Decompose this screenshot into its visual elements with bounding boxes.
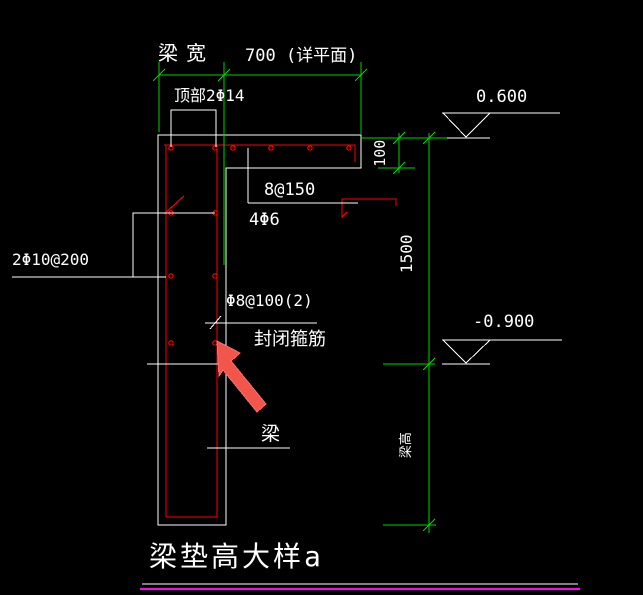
stirrup-note: 封闭箍筋 (254, 329, 326, 350)
dimension-ticks (152, 68, 436, 532)
annotation-arrow (216, 340, 267, 413)
beam-label: 梁 (261, 423, 281, 445)
elevation-bottom-value: -0.900 (473, 312, 535, 332)
elevation-triangle-bottom (441, 339, 492, 364)
slab-rebar-callout: 8@150 (264, 180, 316, 200)
elevation-marker-top (436, 112, 560, 139)
elevation-marker-bottom (441, 339, 562, 365)
leader-lines (12, 109, 358, 449)
rebar-section-dots (168, 145, 352, 346)
stirrup-leader-tick (209, 315, 222, 330)
dimension-lines (152, 62, 447, 533)
beam-width-label: 梁宽 (158, 41, 214, 65)
wall-height-dimension: 1500 (397, 234, 417, 274)
slab-top-bar (164, 144, 356, 162)
wall-rebar-bracket (132, 212, 215, 277)
elevation-top-value: 0.600 (476, 87, 528, 107)
bent-bar-diagonal (163, 195, 185, 215)
stirrup-callout: Φ8@100(2) (226, 291, 313, 310)
beam-height-label: 梁高 (398, 432, 414, 459)
wall-slab-outline (157, 134, 362, 526)
elevation-triangle-top (441, 112, 492, 138)
hanger-rebar-callout: 4Φ6 (249, 210, 280, 230)
top-rebar-leader (170, 109, 217, 147)
rebar-lines (163, 144, 397, 518)
slab-width-dimension: 700 (详平面) (245, 46, 358, 66)
slab-rebar-leader (247, 148, 358, 204)
drawing-title: 梁垫高大样a (149, 540, 324, 573)
slab-thickness-dimension: 100 (370, 139, 389, 167)
title-underline (140, 583, 580, 590)
wall-rebar-callout: 2Φ10@200 (12, 250, 90, 269)
hanger-bar-symbol (341, 198, 397, 219)
top-rebar-callout: 顶部2Φ14 (174, 86, 245, 105)
